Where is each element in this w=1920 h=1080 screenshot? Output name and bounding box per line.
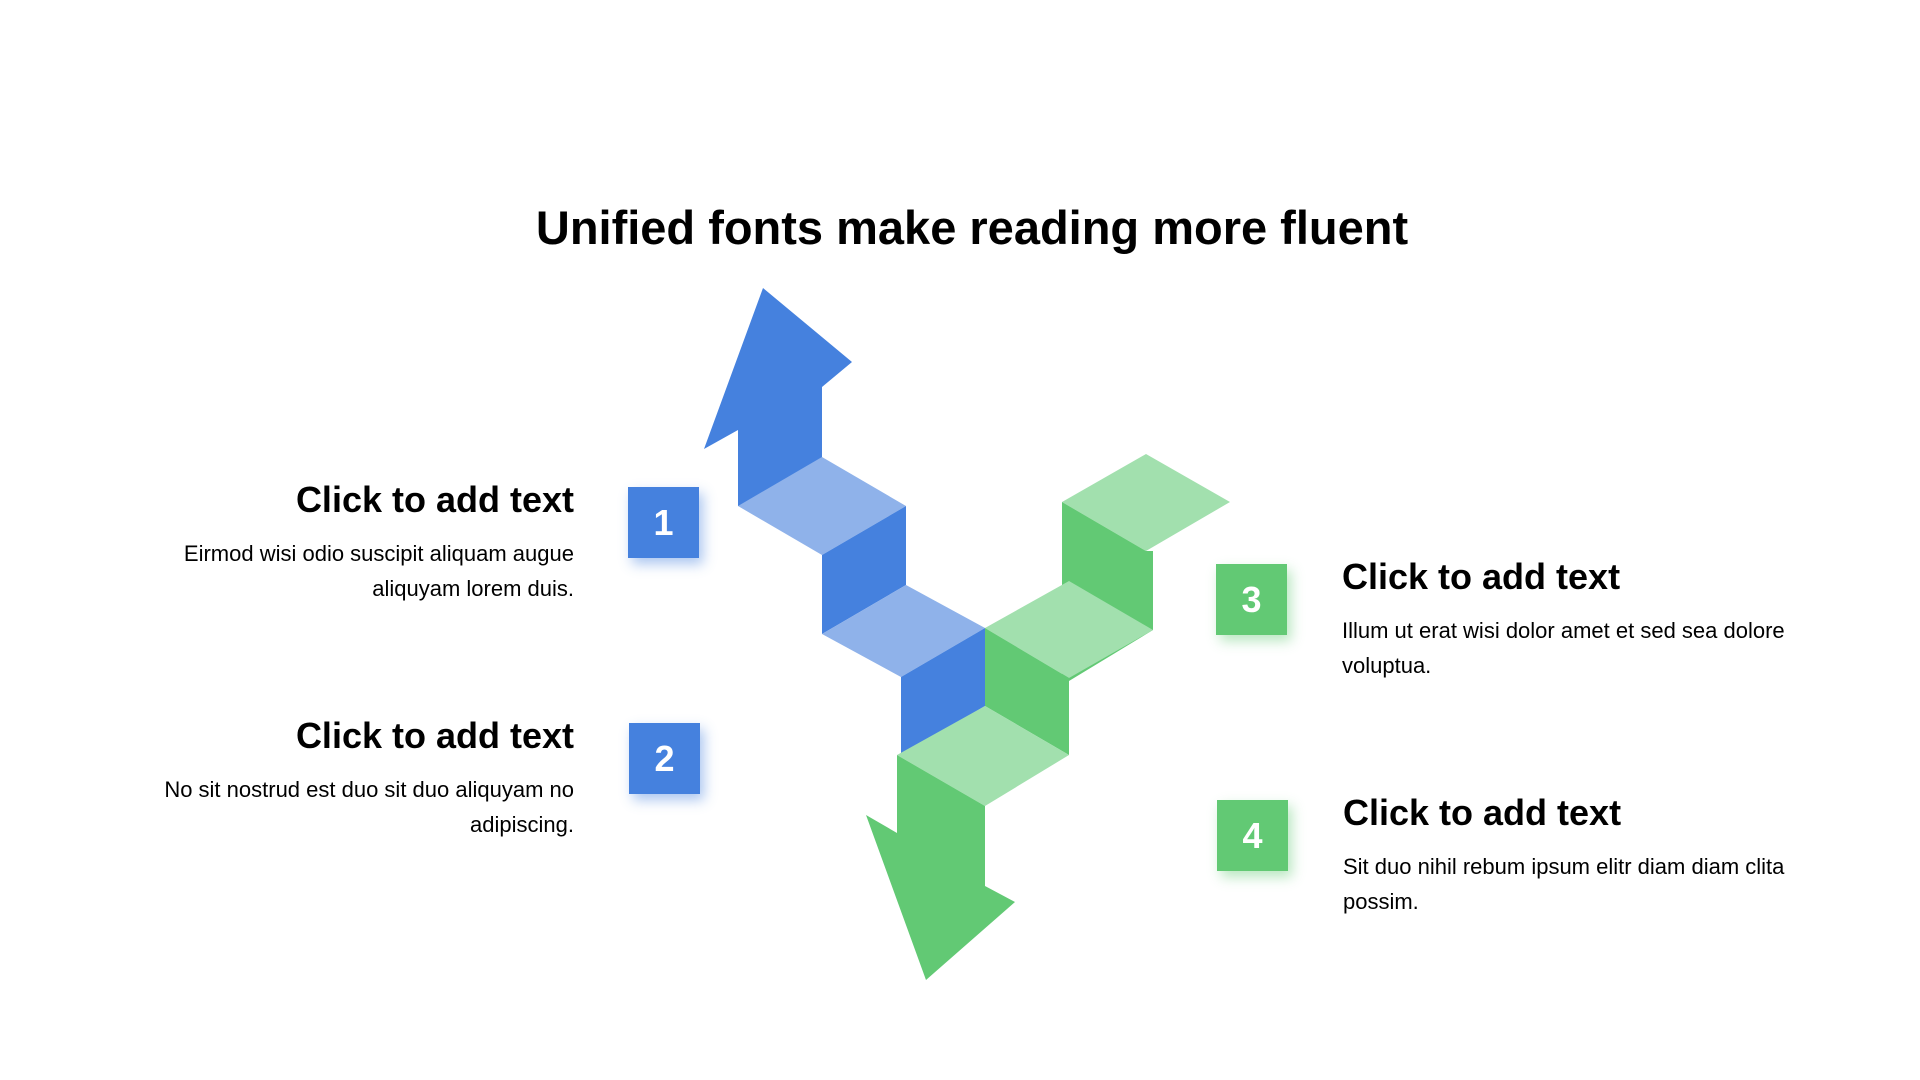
green-arrow-head — [866, 755, 1015, 980]
step-heading-4[interactable]: Click to add text — [1343, 792, 1622, 833]
step-body-2[interactable]: No sit nostrud est duo sit duo aliquyam … — [164, 777, 574, 837]
step-heading-3[interactable]: Click to add text — [1342, 556, 1621, 597]
step-body-1[interactable]: Eirmod wisi odio suscipit aliquam augue … — [183, 541, 574, 601]
step-badge-4: 4 — [1217, 800, 1288, 871]
green-step-top-2 — [897, 706, 1069, 806]
step-body-3[interactable]: Illum ut erat wisi dolor amet et sed sea… — [1342, 618, 1785, 678]
step-text-3: Click to add text Illum ut erat wisi dol… — [1342, 555, 1812, 683]
step-body-4[interactable]: Sit duo nihil rebum ipsum elitr diam dia… — [1343, 854, 1785, 914]
step-heading-1[interactable]: Click to add text — [295, 479, 574, 520]
page-title: Unified fonts make reading more fluent — [535, 201, 1409, 254]
step-heading-2[interactable]: Click to add text — [295, 715, 574, 756]
blue-step-top-2 — [822, 585, 985, 677]
step-badge-2: 2 — [629, 723, 700, 794]
step-text-4: Click to add text Sit duo nihil rebum ip… — [1343, 791, 1813, 919]
step-badge-1: 1 — [628, 487, 699, 558]
green-arrow-tail — [1062, 454, 1230, 551]
blue-step-riser-2 — [901, 628, 985, 755]
green-step-riser-2 — [985, 628, 1069, 755]
green-step-top-1 — [985, 581, 1153, 678]
blue-arrow-head — [704, 288, 852, 506]
step-badge-3: 3 — [1216, 564, 1287, 635]
blue-step-riser-1 — [822, 506, 906, 634]
step-text-1: Click to add text Eirmod wisi odio susci… — [104, 478, 574, 606]
step-text-2: Click to add text No sit nostrud est duo… — [104, 714, 574, 842]
